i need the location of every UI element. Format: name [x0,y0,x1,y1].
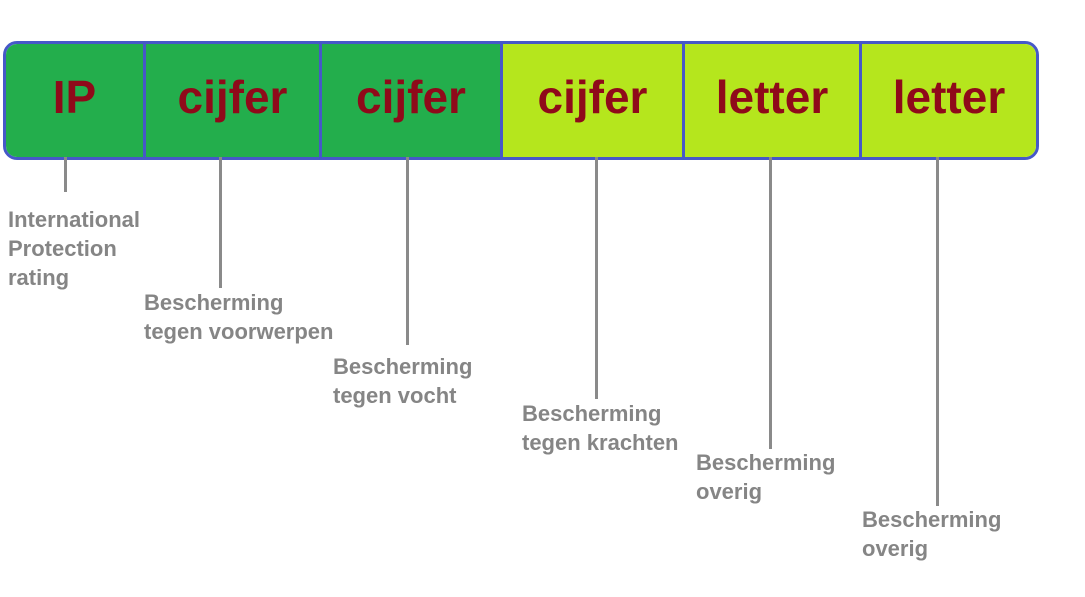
ip-code-bar: IP cijfer cijfer cijfer letter letter [3,41,1039,160]
caption-first-digit-line-1: Bescherming [144,290,284,315]
leader-line-first-digit [219,157,222,288]
caption-second-digit: Bescherming tegen vocht [333,352,472,410]
leader-line-ip [64,157,67,192]
leader-line-second-digit [406,157,409,345]
leader-line-second-letter [936,157,939,506]
caption-second-letter: Bescherming overig [862,505,1001,563]
segment-first-letter: letter [685,44,862,157]
caption-second-digit-line-2: tegen vocht [333,383,457,408]
caption-third-digit: Bescherming tegen krachten [522,399,679,457]
caption-ip: International Protection rating [8,205,140,292]
caption-second-digit-line-1: Bescherming [333,354,473,379]
caption-ip-line-2: Protection [8,236,117,261]
segment-first-digit: cijfer [146,44,322,157]
caption-first-letter: Bescherming overig [696,448,835,506]
segment-ip: IP [6,44,146,157]
caption-second-letter-line-1: Bescherming [862,507,1002,532]
caption-first-letter-line-1: Bescherming [696,450,836,475]
caption-first-digit: Bescherming tegen voorwerpen [144,288,333,346]
caption-ip-line-3: rating [8,265,70,290]
caption-third-digit-line-2: tegen krachten [522,430,679,455]
segment-second-digit: cijfer [322,44,503,157]
segment-second-letter: letter [862,44,1036,157]
caption-first-letter-line-2: overig [696,479,763,504]
leader-line-first-letter [769,157,772,449]
segment-third-digit: cijfer [503,44,685,157]
leader-line-third-digit [595,157,598,399]
caption-ip-line-1: International [8,207,141,232]
caption-second-letter-line-2: overig [862,536,929,561]
caption-first-digit-line-2: tegen voorwerpen [144,319,334,344]
caption-third-digit-line-1: Bescherming [522,401,662,426]
